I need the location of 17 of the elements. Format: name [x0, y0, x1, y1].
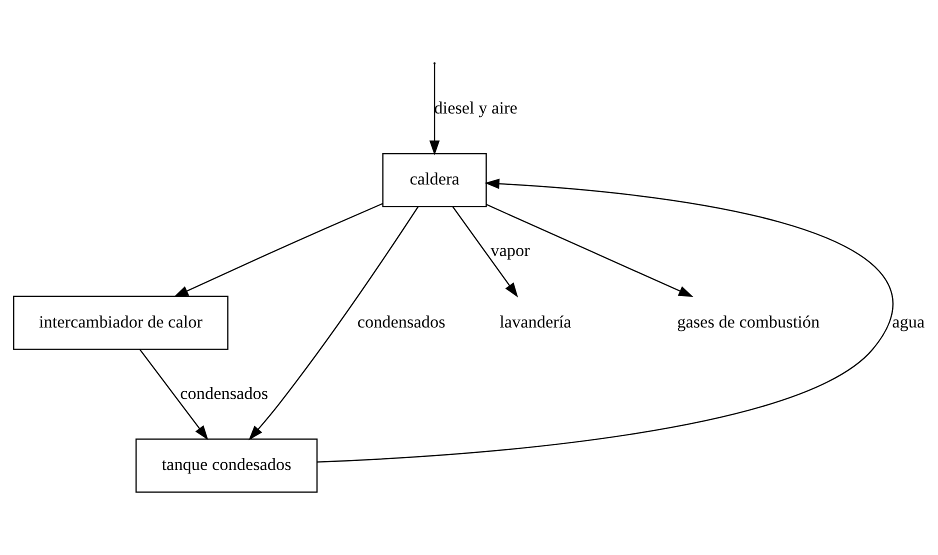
node-box: intercambiador de calor	[13, 296, 228, 350]
edge-label: vapor	[490, 241, 530, 260]
arrow	[248, 206, 419, 440]
arrow	[486, 204, 694, 298]
node-box: caldera	[382, 153, 487, 208]
node-box: tanque condesados	[135, 438, 318, 493]
edge-label: diesel y aire	[434, 98, 518, 118]
edge-label: condensados	[357, 312, 446, 332]
arrow	[139, 349, 208, 440]
node-text: gases de combustión	[677, 312, 820, 332]
node-text: lavandería	[500, 312, 572, 332]
arrow	[452, 206, 518, 298]
edge-label: agua	[892, 312, 925, 332]
arrow	[174, 202, 384, 298]
arrow	[429, 64, 440, 156]
edge-label: condensados	[180, 384, 268, 403]
arrow	[317, 178, 892, 463]
